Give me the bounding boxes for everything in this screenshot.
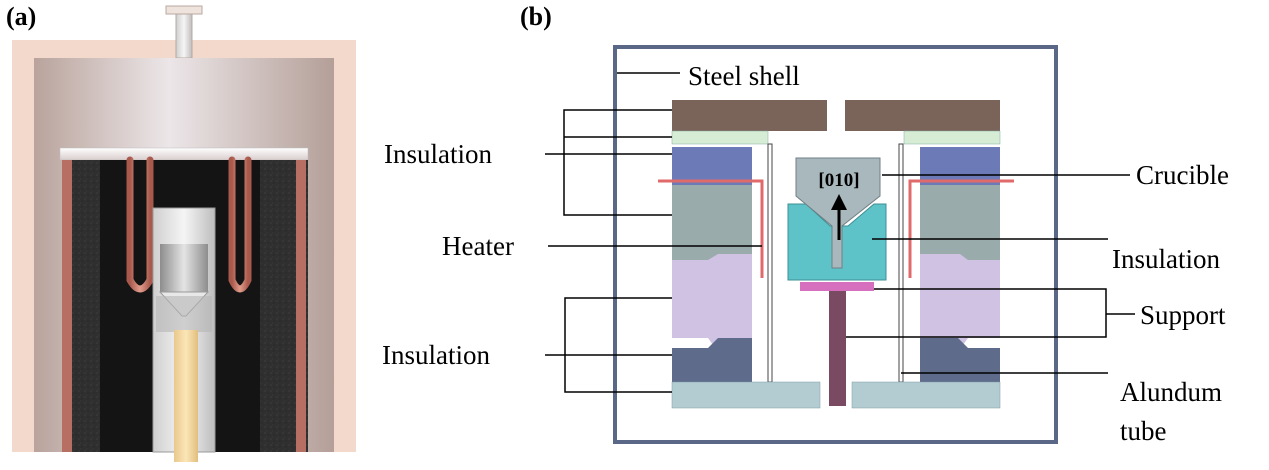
alundum-tube-left-wall <box>767 143 773 383</box>
panel-b-label: (b) <box>520 2 552 31</box>
heater-right <box>908 179 1014 278</box>
crucible-3d <box>160 244 208 292</box>
insulation-blue-left <box>672 147 752 185</box>
callout-heater: Heater <box>442 231 514 261</box>
heater-coil-4 <box>228 156 252 293</box>
crucible-holder-3d <box>156 296 212 332</box>
callout-support: Support <box>1140 300 1226 330</box>
callout-steel-shell: Steel shell <box>688 61 800 91</box>
furnace-lid <box>59 147 309 161</box>
base-plate-right <box>851 381 1001 409</box>
callout-leaders <box>545 72 1135 393</box>
insulation-grey-right <box>920 185 1000 260</box>
furnace-schematic: [010] Steel shell Insulation Heater <box>382 45 1229 446</box>
heater-coils-3d <box>126 156 252 293</box>
insulation-slate-left <box>672 338 752 382</box>
growth-arrow-head <box>831 194 847 210</box>
support-rod-3d <box>174 330 198 462</box>
alundum-tube-right-wall <box>898 143 904 383</box>
leader-support-bracket <box>846 288 1107 338</box>
support-plate <box>800 282 874 291</box>
callout-crucible: Crucible <box>1136 160 1229 190</box>
furnace-3d-render <box>12 5 356 462</box>
leader-insulation-bottom-bracket <box>564 297 672 393</box>
insulation-lavender-left <box>672 254 752 352</box>
insulation-strip-left <box>671 130 769 145</box>
callout-insulation-right: Insulation <box>1112 244 1220 274</box>
furnace-top-pipe <box>175 9 193 59</box>
furnace-right-liner <box>296 160 306 452</box>
base-plate-left <box>671 381 821 409</box>
heater-coil-1 <box>126 156 154 293</box>
support-rod <box>829 291 846 406</box>
insulation-strip-right <box>903 130 1001 145</box>
insulation-slate-right <box>920 338 1000 382</box>
top-lid-left <box>672 100 827 131</box>
leader-insulation-top-bracket <box>563 109 672 216</box>
callout-alundum-line1: Alundum <box>1120 377 1222 407</box>
direction-label: [010] <box>818 170 859 191</box>
callout-insulation-top: Insulation <box>384 139 492 169</box>
furnace-top-pipe-cap <box>165 5 203 15</box>
panel-a-label: (a) <box>6 2 36 31</box>
insulation-grey-left <box>672 185 752 260</box>
insulation-blue-right <box>920 147 1000 185</box>
furnace-left-liner <box>62 160 72 452</box>
callout-alundum-line2: tube <box>1120 416 1167 446</box>
top-lid-right <box>845 100 1000 131</box>
insulation-lavender-right <box>920 254 1000 352</box>
callout-insulation-bottom: Insulation <box>382 340 490 370</box>
